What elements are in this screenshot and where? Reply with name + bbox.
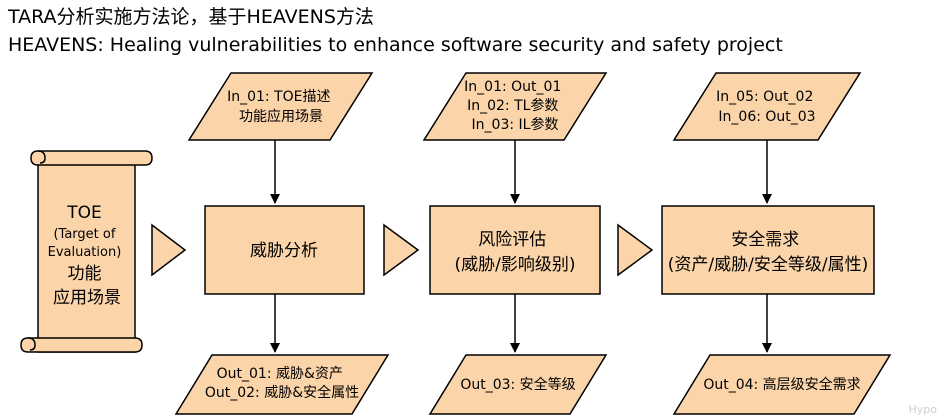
toe-line-4: 功能: [67, 264, 101, 284]
output-boxes: Out_01: 威胁&资产 Out_02: 威胁&安全属性 Out_03: 安全…: [174, 354, 892, 415]
toe-line-1: TOE: [66, 203, 102, 223]
toe-line-3: Evaluation): [48, 245, 122, 260]
process-box-3: [661, 205, 875, 295]
watermark-text: Hypo: [908, 403, 938, 416]
toe-line-5: 应用场景: [53, 288, 121, 308]
process-3-line-1: 安全需求: [731, 230, 799, 250]
output-1-line-1: Out_01: 威胁&资产: [217, 366, 343, 382]
process-box-2: [429, 205, 601, 295]
output-box-2-text: Out_03: 安全等级: [460, 376, 575, 393]
output-3-line-1: Out_04: 高层级安全需求: [703, 376, 860, 393]
toe-scroll: TOE (Target of Evaluation) 功能 应用场景: [20, 150, 153, 353]
input-1-line-2: 功能应用场景: [239, 108, 323, 125]
input-1-line-1: In_01: TOE描述: [227, 89, 330, 105]
process-box-2-text: 风险评估 (威胁/影响级别): [455, 230, 576, 275]
process-boxes: 威胁分析 风险评估 (威胁/影响级别) 安全需求 (资产/威胁/安全等级/属性): [204, 205, 875, 295]
input-boxes: In_01: TOE描述 功能应用场景 In_01: Out_01 In_02:…: [187, 72, 862, 141]
page-title: TARA分析实施方法论，基于HEAVENS方法: [8, 6, 374, 28]
input-box-1: [187, 72, 374, 141]
output-box-1-text: Out_01: 威胁&资产 Out_02: 威胁&安全属性: [205, 366, 359, 401]
output-box-3: [672, 354, 892, 415]
output-box-2: [428, 354, 608, 415]
input-3-line-2: In_06: Out_03: [718, 109, 815, 125]
input-box-1-text: In_01: TOE描述 功能应用场景: [227, 89, 335, 125]
input-box-2-text: In_01: Out_01 In_02: TL参数 In_03: IL参数: [464, 79, 566, 133]
process-3-line-2: (资产/威胁/安全等级/属性): [668, 255, 868, 275]
input-box-3: [672, 72, 862, 141]
down-arrows-top: [270, 140, 772, 204]
toe-label: TOE (Target of Evaluation) 功能 应用场景: [48, 203, 127, 308]
input-2-line-3: In_03: IL参数: [472, 116, 559, 133]
input-box-3-text: In_05: Out_02 In_06: Out_03: [716, 89, 818, 125]
input-2-line-2: In_02: TL参数: [467, 97, 558, 114]
connector-triangle: [151, 223, 187, 277]
input-box-2: [422, 72, 608, 141]
process-2-line-1: 风险评估: [478, 230, 546, 250]
down-arrows-bottom: [270, 294, 772, 353]
connector-triangle: [383, 223, 420, 277]
process-box-1: [204, 205, 365, 295]
input-3-line-1: In_05: Out_02: [716, 89, 813, 105]
process-box-3-text: 安全需求 (资产/威胁/安全等级/属性): [668, 230, 868, 275]
toe-line-2: (Target of: [53, 227, 115, 242]
connector-arrows: [151, 223, 654, 277]
output-1-line-2: Out_02: 威胁&安全属性: [205, 384, 359, 401]
output-box-3-text: Out_04: 高层级安全需求: [703, 376, 860, 393]
process-box-1-text: 威胁分析: [250, 241, 318, 261]
process-1-line-1: 威胁分析: [250, 241, 318, 261]
process-2-line-2: (威胁/影响级别): [455, 255, 576, 275]
output-2-line-1: Out_03: 安全等级: [460, 376, 575, 393]
connector-triangle: [617, 223, 654, 277]
page-subtitle: HEAVENS: Healing vulnerabilities to enha…: [8, 34, 783, 56]
output-box-1: [174, 354, 390, 415]
input-2-line-1: In_01: Out_01: [464, 79, 561, 95]
